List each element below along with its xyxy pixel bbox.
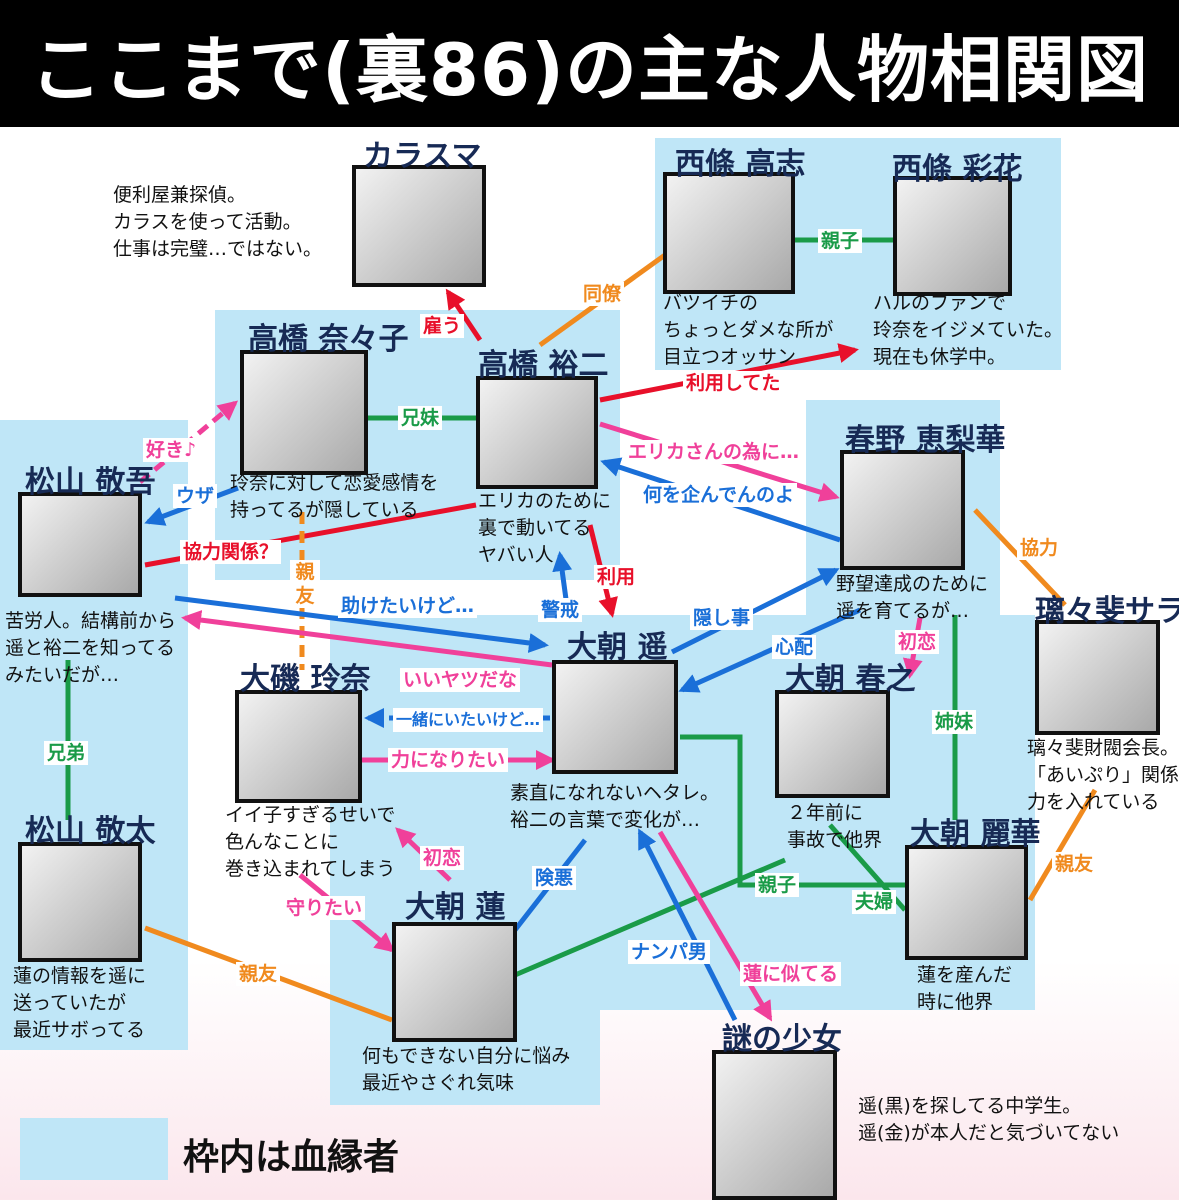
label-oyako-ren: 親子 <box>755 873 800 897</box>
line-haruka-reika-oyako <box>680 734 905 888</box>
label-nani-takura: 何を企んでんのよ <box>640 483 798 507</box>
ruruhi-sara-name: 璃々斐サラ <box>1035 594 1179 629</box>
label-fuufu: 夫婦 <box>852 890 897 914</box>
oasa-haruka-desc: 素直になれないヘタレ。裕二の言葉で変化が… <box>510 782 720 831</box>
line-ren-reika-oyako <box>514 857 786 978</box>
label-erika-tame: エリカさんの為に… <box>625 440 803 464</box>
label-shinyu-reina: 親友 <box>290 560 320 608</box>
line-haruka-keigo <box>181 610 553 668</box>
label-hatsukoi-erika: 初恋 <box>895 630 940 654</box>
label-yatou: 雇う <box>420 314 465 338</box>
label-doryo: 同僚 <box>580 282 625 306</box>
oasa-ren-desc: 何もできない自分に悩み最近やさぐれ気味 <box>362 1045 571 1094</box>
legend-swatch <box>20 1118 168 1180</box>
takahashi-yuji-portrait <box>476 376 598 489</box>
matsuyama-keigo-desc: 苦労人。結構前から遥と裕二を知ってるみたいだが… <box>5 610 177 686</box>
label-mamoritai: 守りたい <box>283 896 366 920</box>
label-hatsukoi-ren: 初恋 <box>420 846 465 870</box>
label-chikara: 力になりたい <box>388 748 509 772</box>
matsuyama-keita-name: 松山 敬太 <box>25 814 156 849</box>
karasuma-desc: 便利屋兼探偵。カラスを使って活動。仕事は完璧…ではない。 <box>113 184 323 260</box>
saijo-takashi-name: 西條 高志 <box>675 147 806 182</box>
label-riyou: 利用 <box>594 565 639 589</box>
label-shinyu-sara: 親友 <box>1052 852 1097 876</box>
karasuma-portrait <box>352 165 486 287</box>
takahashi-nanako-portrait <box>240 350 368 475</box>
oasa-haruyuki-portrait <box>775 690 890 798</box>
label-ren-niteru: 蓮に似てる <box>740 962 842 986</box>
line-haruka-erika <box>670 567 840 655</box>
nazo-shojo-portrait <box>712 1050 837 1200</box>
nazo-shojo-desc: 遥(黒)を探してる中学生。遥(金)が本人だと気づいてない <box>858 1095 1120 1144</box>
label-kyoudai-ototo: 兄弟 <box>44 741 89 765</box>
saijo-ayaka-portrait <box>893 176 1012 296</box>
oasa-ren-portrait <box>392 922 517 1042</box>
label-uza: ウザ <box>173 484 218 508</box>
label-shinpai: 心配 <box>772 635 817 659</box>
oiso-reina-portrait <box>235 690 362 803</box>
haruno-erika-name: 春野 恵梨華 <box>845 423 1006 458</box>
matsuyama-keigo-name: 松山 敬吾 <box>25 465 156 500</box>
matsuyama-keita-desc: 蓮の情報を遥に送っていたが最近サボってる <box>13 965 147 1041</box>
title-banner: ここまで(裏86)の主な人物相関図 <box>0 0 1179 127</box>
label-kyouryoku-kankei: 協力関係？ <box>180 540 282 564</box>
label-shinyu-keita: 親友 <box>236 962 281 986</box>
saijo-ayaka-desc: ハルのファンで玲奈をイジメていた。現在も休学中。 <box>873 292 1064 368</box>
label-keikai: 警戒 <box>538 598 583 622</box>
oasa-ren-name: 大朝 蓮 <box>405 890 506 925</box>
line-keigo-haruka <box>174 595 549 653</box>
oasa-reika-name: 大朝 麗華 <box>910 817 1041 852</box>
label-kyoudai-imouto: 兄妹 <box>398 406 443 430</box>
label-issho: 一緒にいたいけど… <box>393 708 544 732</box>
oasa-haruyuki-name: 大朝 春之 <box>785 662 916 697</box>
label-tasuketai: 助けたいけど… <box>338 594 478 618</box>
label-oyako-saijo: 親子 <box>818 229 863 253</box>
label-kakushigoto: 隠し事 <box>690 606 754 630</box>
ruruhi-sara-desc: 璃々斐財閥会長。「あいぷり」関係に力を入れている <box>1027 737 1179 813</box>
saijo-ayaka-name: 西條 彩花 <box>892 152 1023 187</box>
label-kyouryoku: 協力 <box>1017 536 1062 560</box>
legend-label: 枠内は血縁者 <box>183 1137 400 1178</box>
oiso-reina-name: 大磯 玲奈 <box>240 662 371 697</box>
takahashi-nanako-name: 高橋 奈々子 <box>248 322 409 357</box>
takahashi-yuji-name: 高橋 裕二 <box>478 348 609 383</box>
haruno-erika-portrait <box>840 450 965 570</box>
label-nanpa: ナンパ男 <box>628 940 711 964</box>
label-iiyatsu: いいヤツだな <box>400 668 521 692</box>
takahashi-yuji-desc: エリカのために裏で動いてるヤバい人 <box>478 490 612 566</box>
label-kenaku: 険悪 <box>532 866 577 890</box>
oasa-haruyuki-desc: ２年前に事故で他界 <box>787 802 883 851</box>
label-shimai: 姉妹 <box>932 710 977 734</box>
ruruhi-sara-portrait <box>1035 620 1160 735</box>
karasuma-name: カラスマ <box>363 139 482 174</box>
oasa-haruka-name: 大朝 遥 <box>567 630 668 665</box>
oiso-reina-desc: イイ子すぎるせいで色んなことに巻き込まれてしまう <box>225 804 396 880</box>
takahashi-nanako-desc: 玲奈に対して恋愛感情を持ってるが隠している <box>230 472 439 521</box>
line-sara-reika <box>1027 788 1098 902</box>
line-girl-haruka <box>637 828 738 1022</box>
page-title: ここまで(裏86)の主な人物相関図 <box>29 28 1149 112</box>
oasa-reika-portrait <box>905 845 1028 960</box>
oasa-haruka-portrait <box>552 660 678 774</box>
oasa-reika-desc: 蓮を産んだ時に他界 <box>917 964 1013 1013</box>
label-suki: 好き♪ <box>143 438 200 462</box>
nazo-shojo-name: 謎の少女 <box>722 1022 842 1057</box>
line-erika-haruka <box>678 607 862 693</box>
label-riyou-shiteta: 利用してた <box>683 371 784 395</box>
saijo-takashi-desc: バツイチのちょっとダメな所が目立つオッサン <box>663 292 834 368</box>
haruno-erika-desc: 野望達成のために遥を育てるが… <box>836 573 989 622</box>
line-haruka-girl <box>657 830 773 1022</box>
matsuyama-keita-portrait <box>18 842 142 962</box>
matsuyama-keigo-portrait <box>18 492 142 597</box>
saijo-takashi-portrait <box>663 172 795 294</box>
